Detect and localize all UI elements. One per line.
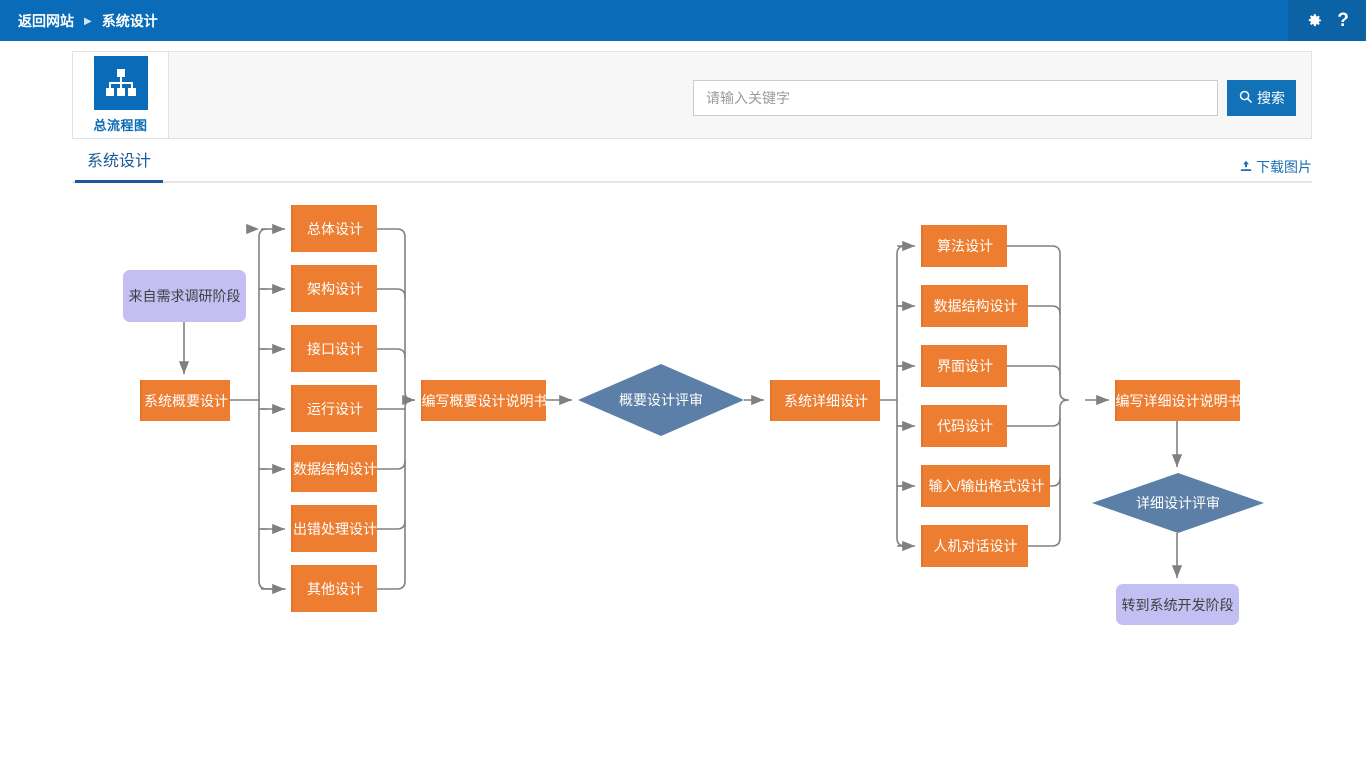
toolbar-panel: 总流程图 搜索: [72, 51, 1312, 139]
breadcrumb-back-link[interactable]: 返回网站: [18, 12, 74, 29]
flow-node-label: 输入/输出格式设计: [928, 478, 1045, 494]
top-bar: 返回网站 ▶ 系统设计 ?: [0, 0, 1366, 41]
flow-node-label: 架构设计: [307, 280, 363, 297]
flow-node-n8[interactable]: 出错处理设计: [291, 505, 377, 552]
flow-node-label: 运行设计: [307, 400, 363, 417]
upload-icon: [1239, 159, 1253, 176]
flow-node-n15[interactable]: 界面设计: [921, 345, 1007, 387]
tab-system-design[interactable]: 系统设计: [75, 147, 164, 183]
search-button-label: 搜索: [1257, 90, 1285, 106]
flow-node-n18[interactable]: 人机对话设计: [921, 525, 1028, 567]
flow-node-label: 来自需求调研阶段: [128, 288, 241, 304]
download-image-button[interactable]: 下载图片: [1239, 157, 1312, 177]
flow-node-n1[interactable]: 来自需求调研阶段: [123, 270, 246, 322]
sidebar-item-label: 总流程图: [93, 118, 148, 133]
flowchart-edges: [178, 223, 1183, 595]
sidebar-item-total-flowchart[interactable]: 总流程图: [73, 52, 169, 138]
flow-node-label: 编写详细设计说明书: [1115, 392, 1242, 409]
top-bar-actions: ?: [1288, 0, 1366, 41]
flow-node-label: 数据结构设计: [293, 460, 377, 477]
flow-node-n13[interactable]: 算法设计: [921, 225, 1007, 267]
flow-node-n4[interactable]: 架构设计: [291, 265, 377, 312]
flow-node-n17[interactable]: 输入/输出格式设计: [921, 465, 1050, 507]
flow-node-label: 算法设计: [937, 238, 993, 254]
flow-node-label: 其他设计: [307, 580, 363, 597]
help-icon[interactable]: ?: [1337, 10, 1349, 31]
flow-node-label: 转到系统开发阶段: [1121, 596, 1234, 613]
flow-node-label: 接口设计: [307, 340, 363, 357]
flow-node-n21[interactable]: 转到系统开发阶段: [1116, 584, 1239, 625]
download-image-label: 下载图片: [1256, 159, 1312, 175]
search-icon: [1238, 89, 1253, 107]
flow-node-n19[interactable]: 编写详细设计说明书: [1115, 380, 1242, 421]
flow-node-n9[interactable]: 其他设计: [291, 565, 377, 612]
flow-node-label: 系统详细设计: [784, 392, 868, 409]
flow-node-n16[interactable]: 代码设计: [921, 405, 1007, 447]
flow-node-n7[interactable]: 数据结构设计: [291, 445, 377, 492]
flow-node-label: 系统概要设计: [144, 392, 228, 409]
flow-node-n10[interactable]: 编写概要设计说明书: [421, 380, 548, 421]
flow-node-n2[interactable]: 系统概要设计: [140, 380, 230, 421]
tab-strip: 系统设计 下载图片: [72, 148, 1312, 183]
flow-node-label: 代码设计: [937, 418, 993, 434]
flow-node-label: 详细设计评审: [1136, 495, 1220, 511]
chevron-right-icon: ▶: [84, 15, 92, 27]
breadcrumb-current: 系统设计: [101, 12, 158, 29]
flow-node-n11[interactable]: 概要设计评审: [578, 364, 744, 436]
flow-node-label: 概要设计评审: [619, 392, 703, 408]
flow-node-label: 人机对话设计: [933, 538, 1018, 554]
flow-node-n14[interactable]: 数据结构设计: [921, 285, 1028, 327]
org-chart-icon: [93, 56, 148, 110]
flowchart-canvas: 来自需求调研阶段系统概要设计总体设计架构设计接口设计运行设计数据结构设计出错处理…: [0, 188, 1366, 768]
flow-node-n12[interactable]: 系统详细设计: [770, 380, 880, 421]
flow-node-label: 出错处理设计: [293, 520, 377, 537]
flow-node-label: 界面设计: [937, 358, 993, 374]
flow-node-n3[interactable]: 总体设计: [291, 205, 377, 252]
gear-icon[interactable]: [1305, 12, 1323, 30]
flow-node-label: 编写概要设计说明书: [421, 392, 548, 409]
search-area: 搜索: [693, 80, 1296, 116]
search-button[interactable]: 搜索: [1227, 80, 1296, 116]
search-input[interactable]: [693, 80, 1218, 116]
flow-node-n5[interactable]: 接口设计: [291, 325, 377, 372]
flow-node-n6[interactable]: 运行设计: [291, 385, 377, 432]
flow-node-label: 总体设计: [307, 220, 363, 237]
flow-node-label: 数据结构设计: [933, 298, 1018, 314]
flow-node-n20[interactable]: 详细设计评审: [1092, 473, 1264, 533]
breadcrumb: 返回网站 ▶ 系统设计: [18, 0, 158, 41]
